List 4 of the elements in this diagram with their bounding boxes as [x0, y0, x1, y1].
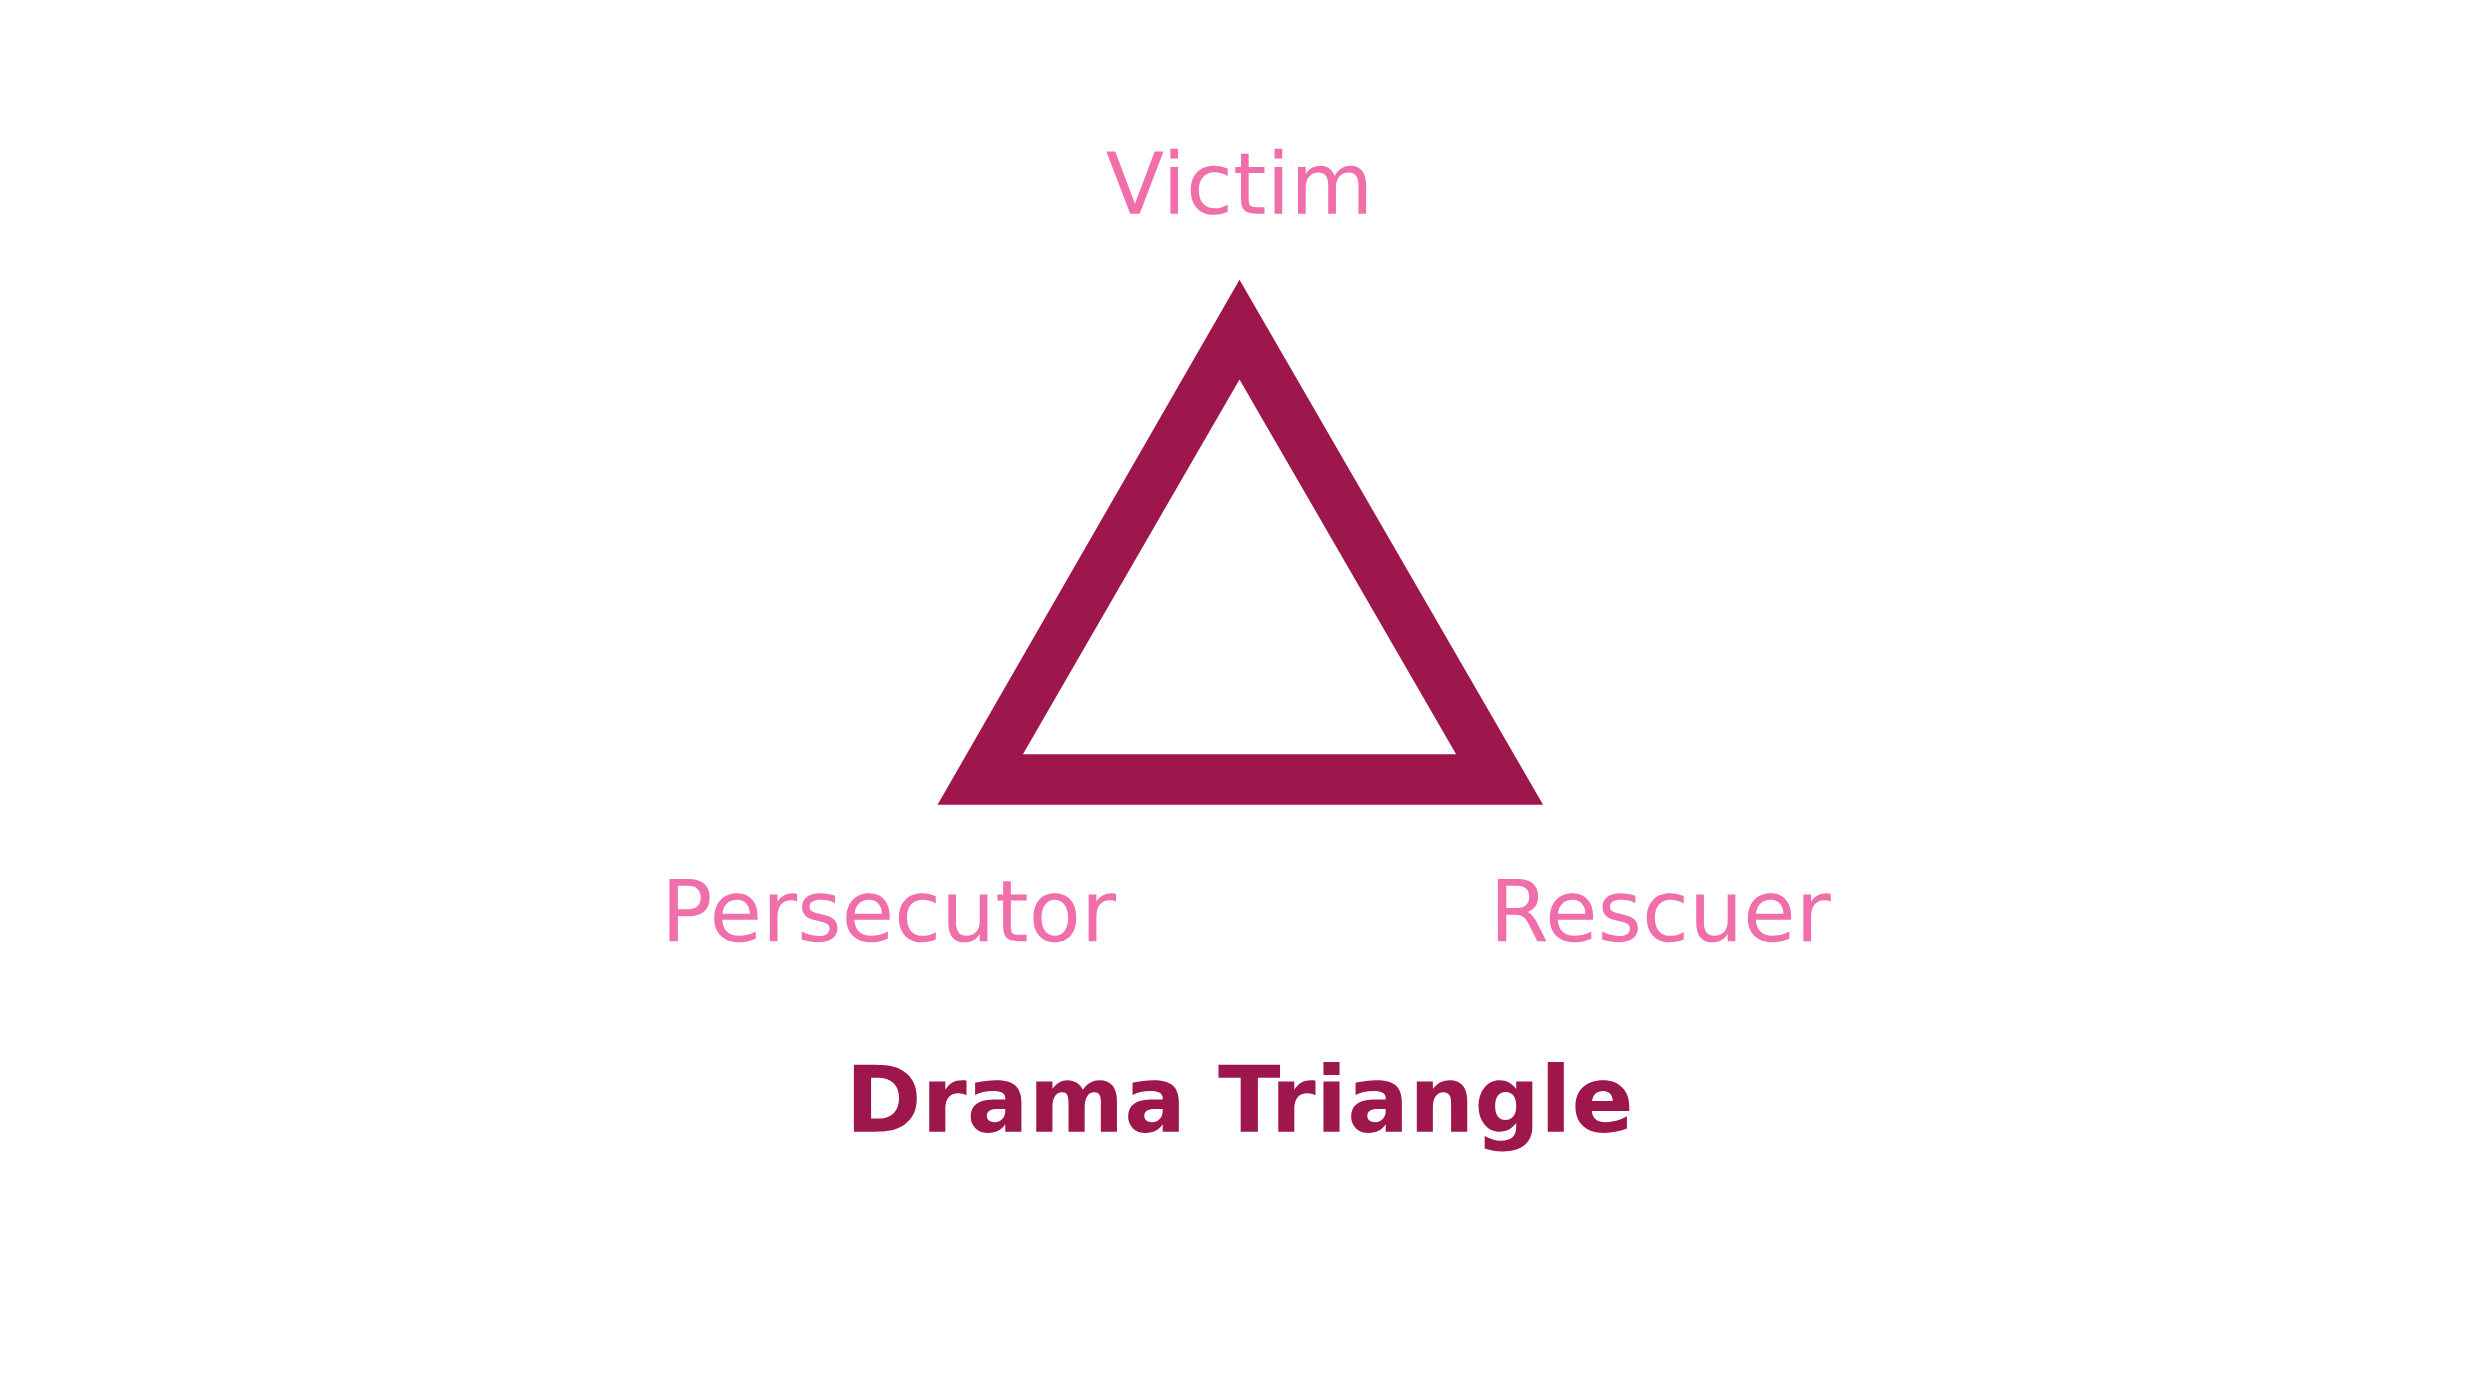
corner-label: Victim [1106, 148, 1367, 215]
title: Drama Triangle [853, 1062, 1630, 1152]
corner-label: Rescuer [1497, 879, 1831, 943]
corner-label: Persecutor [669, 879, 1117, 943]
